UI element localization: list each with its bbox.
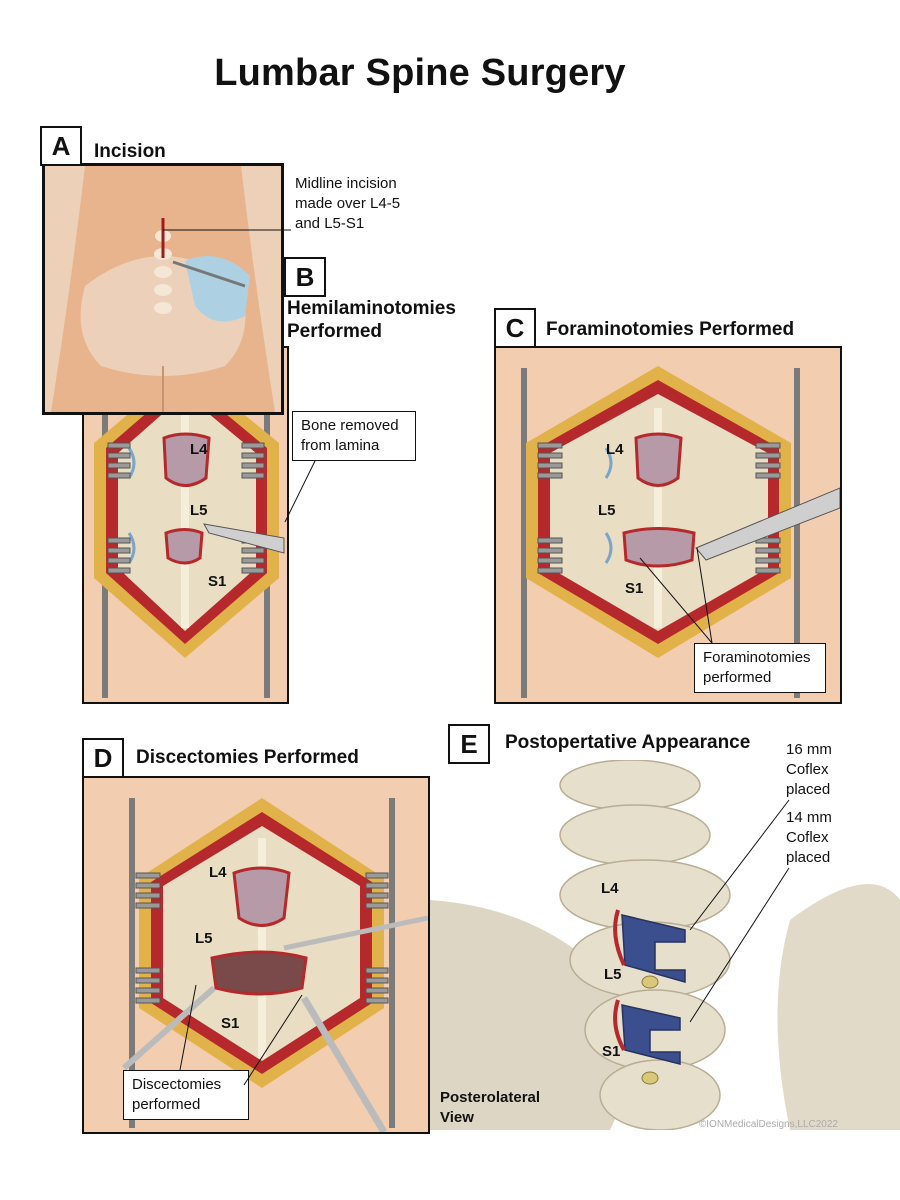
panel-d-letter: D [82, 738, 124, 778]
panel-a-note: Midline incision made over L4-5 and L5-S… [295, 175, 401, 232]
copyright-notice: ©IONMedicalDesigns,LLC2022 [698, 1119, 838, 1130]
panel-d-level-l4: L4 [209, 864, 227, 881]
panel-c-level-s1: S1 [625, 580, 644, 597]
panel-e-view-label: Posterolateral View [440, 1089, 541, 1126]
panel-d-level-l5: L5 [195, 930, 213, 947]
panel-c-image [494, 346, 842, 704]
panel-b-level-l5: L5 [190, 502, 208, 519]
panel-b-callout: Bone removed from lamina [292, 411, 416, 461]
panel-c-callout: Foraminotomies performed [694, 643, 826, 693]
panel-e-title: Postopertative Appearance [505, 732, 751, 753]
panel-e-letter: E [448, 724, 490, 764]
panel-c-title: Foraminotomies Performed [546, 319, 795, 340]
panel-b-letter: B [284, 257, 326, 297]
panel-d-callout: Discectomies performed [123, 1070, 249, 1120]
panel-e-level-s1: S1 [602, 1043, 621, 1060]
panel-d-level-s1: S1 [221, 1015, 240, 1032]
panel-a-title: Incision [94, 141, 166, 162]
panel-d-title: Discectomies Performed [136, 747, 359, 768]
panel-e-note-16mm: 16 mm Coflex placed [786, 741, 832, 798]
panel-e-level-l5: L5 [604, 966, 622, 983]
page-title: Lumbar Spine Surgery [214, 52, 626, 94]
panel-c-level-l4: L4 [606, 441, 624, 458]
panel-e-note-14mm: 14 mm Coflex placed [786, 809, 832, 866]
panel-e-level-l4: L4 [601, 880, 619, 897]
panel-a-image [42, 163, 284, 415]
panel-b-level-l4: L4 [190, 441, 208, 458]
panel-a-letter: A [40, 126, 82, 166]
panel-b-title: Hemilaminotomies Performed [287, 298, 456, 342]
panel-c-letter: C [494, 308, 536, 348]
panel-b-level-s1: S1 [208, 573, 227, 590]
panel-c-level-l5: L5 [598, 502, 616, 519]
